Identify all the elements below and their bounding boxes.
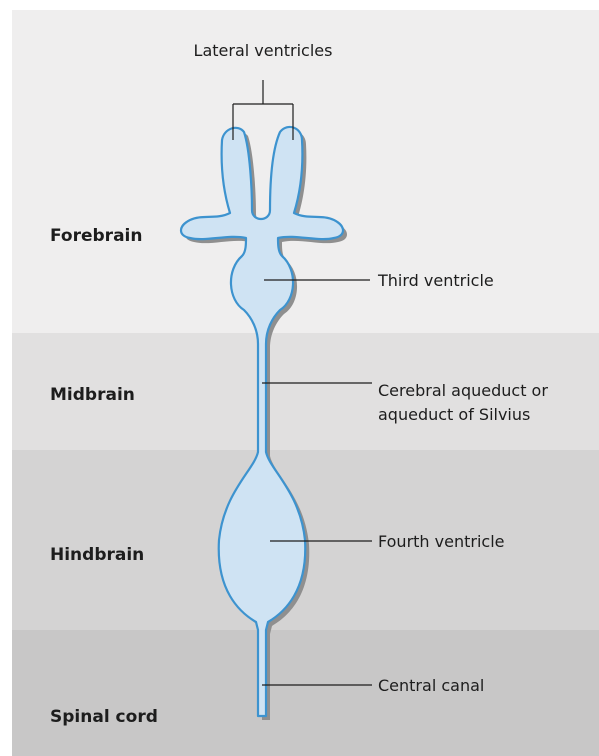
third-ventricle-label: Third ventricle <box>377 271 494 290</box>
cerebral-aqueduct-label-line-1: Cerebral aqueduct or <box>378 381 548 400</box>
fourth-ventricle-label: Fourth ventricle <box>378 532 504 551</box>
midbrain-label: Midbrain <box>50 385 135 405</box>
spinal-cord-band <box>12 630 599 756</box>
spinal-cord-label: Spinal cord <box>50 707 158 727</box>
central-canal-label: Central canal <box>378 676 484 695</box>
cerebral-aqueduct-label-line-2: aqueduct of Silvius <box>378 405 530 424</box>
forebrain-label: Forebrain <box>50 226 142 246</box>
lateral-ventricles-label: Lateral ventricles <box>194 41 333 60</box>
hindbrain-label: Hindbrain <box>50 545 144 565</box>
